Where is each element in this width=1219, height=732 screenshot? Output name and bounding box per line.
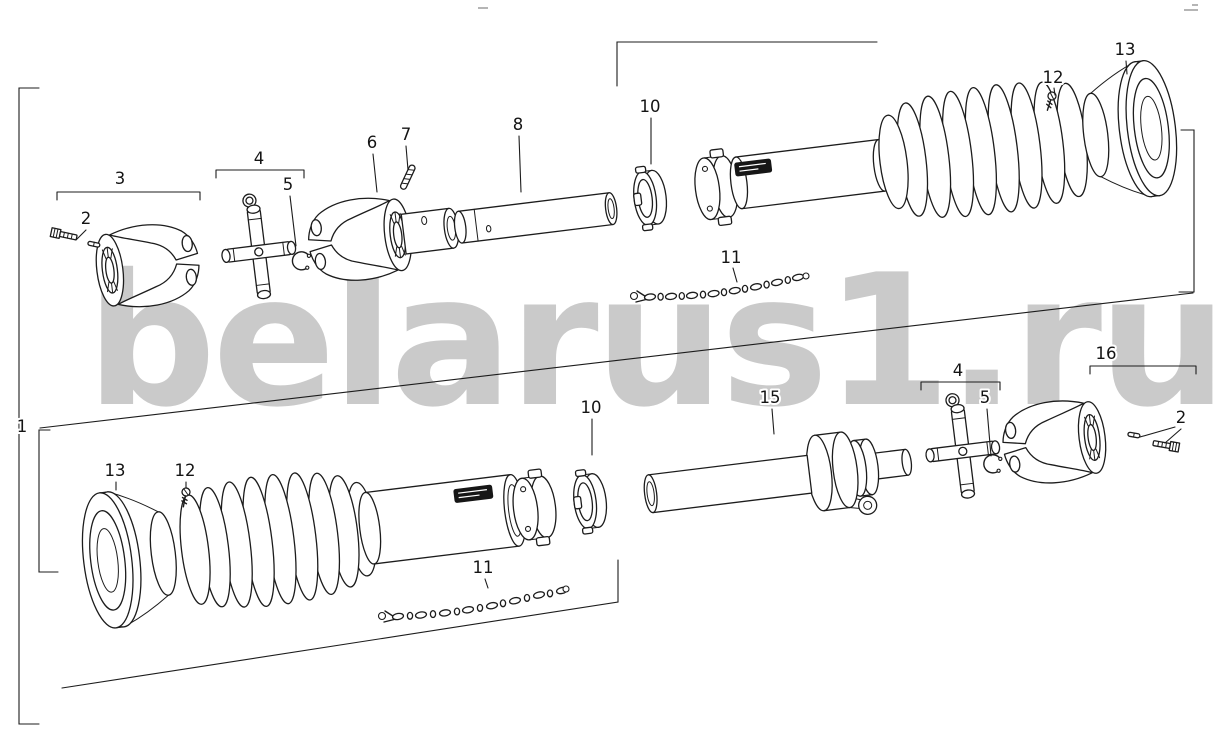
locking-ring-lower xyxy=(569,466,611,536)
bracket-lines xyxy=(18,41,1195,725)
part-label-12-lower: 12 xyxy=(175,461,196,480)
shaft-with-bearing xyxy=(643,431,913,515)
part-label-5-upper: 5 xyxy=(283,175,294,194)
part-labels: 1 2 3 4 5 6 7 8 10 11 12 13 13 12 10 11 … xyxy=(15,38,1189,579)
upper-assembly xyxy=(91,57,1185,313)
lower-assembly xyxy=(74,392,1111,632)
outer-yoke xyxy=(91,218,204,313)
crop-marks xyxy=(478,4,1198,11)
part-label-15: 15 xyxy=(760,388,781,407)
yoke-bolt-upper xyxy=(49,227,79,243)
part-label-10-lower: 10 xyxy=(581,398,602,417)
guard-tube xyxy=(729,138,892,210)
part-label-4-upper: 4 xyxy=(254,149,265,168)
part-label-12-upper: 12 xyxy=(1043,68,1064,87)
bellows-guard-lower xyxy=(179,472,378,608)
part-label-1: 1 xyxy=(17,417,28,436)
end-yoke-lower xyxy=(998,394,1111,490)
inner-yoke-tube-end xyxy=(303,192,460,287)
part-label-6: 6 xyxy=(367,133,378,152)
cross-journal-kit-lower xyxy=(919,392,1006,504)
spring-pin xyxy=(399,164,416,190)
drive-tube xyxy=(453,192,618,244)
part-label-8: 8 xyxy=(513,115,524,134)
part-label-11-lower: 11 xyxy=(473,558,494,577)
part-label-2-upper: 2 xyxy=(81,209,92,228)
guard-cone-lower xyxy=(74,483,185,632)
part-label-13-upper: 13 xyxy=(1115,40,1136,59)
guard-tube-lower xyxy=(358,474,527,565)
part-label-13-lower: 13 xyxy=(105,461,126,480)
cross-journal-kit xyxy=(215,192,312,304)
locking-ring xyxy=(629,163,671,233)
guard-cone xyxy=(1074,57,1185,205)
part-label-3: 3 xyxy=(115,169,126,188)
yoke-pin-lower xyxy=(1127,431,1141,439)
part-label-10-upper: 10 xyxy=(640,97,661,116)
part-label-2-lower: 2 xyxy=(1176,408,1187,427)
part-label-16: 16 xyxy=(1096,344,1117,363)
bellows-guard xyxy=(878,81,1088,218)
part-label-11-upper: 11 xyxy=(721,248,742,267)
yoke-bolt-lower xyxy=(1151,437,1181,453)
part-label-4-lower: 4 xyxy=(953,361,964,380)
watermark-text: belarus1.ru xyxy=(86,235,1219,447)
leader-lines xyxy=(56,60,1197,589)
part-label-7: 7 xyxy=(401,125,412,144)
safety-chain-upper xyxy=(629,272,810,303)
part-label-5-lower: 5 xyxy=(980,388,991,407)
safety-chain-lower xyxy=(377,585,570,623)
